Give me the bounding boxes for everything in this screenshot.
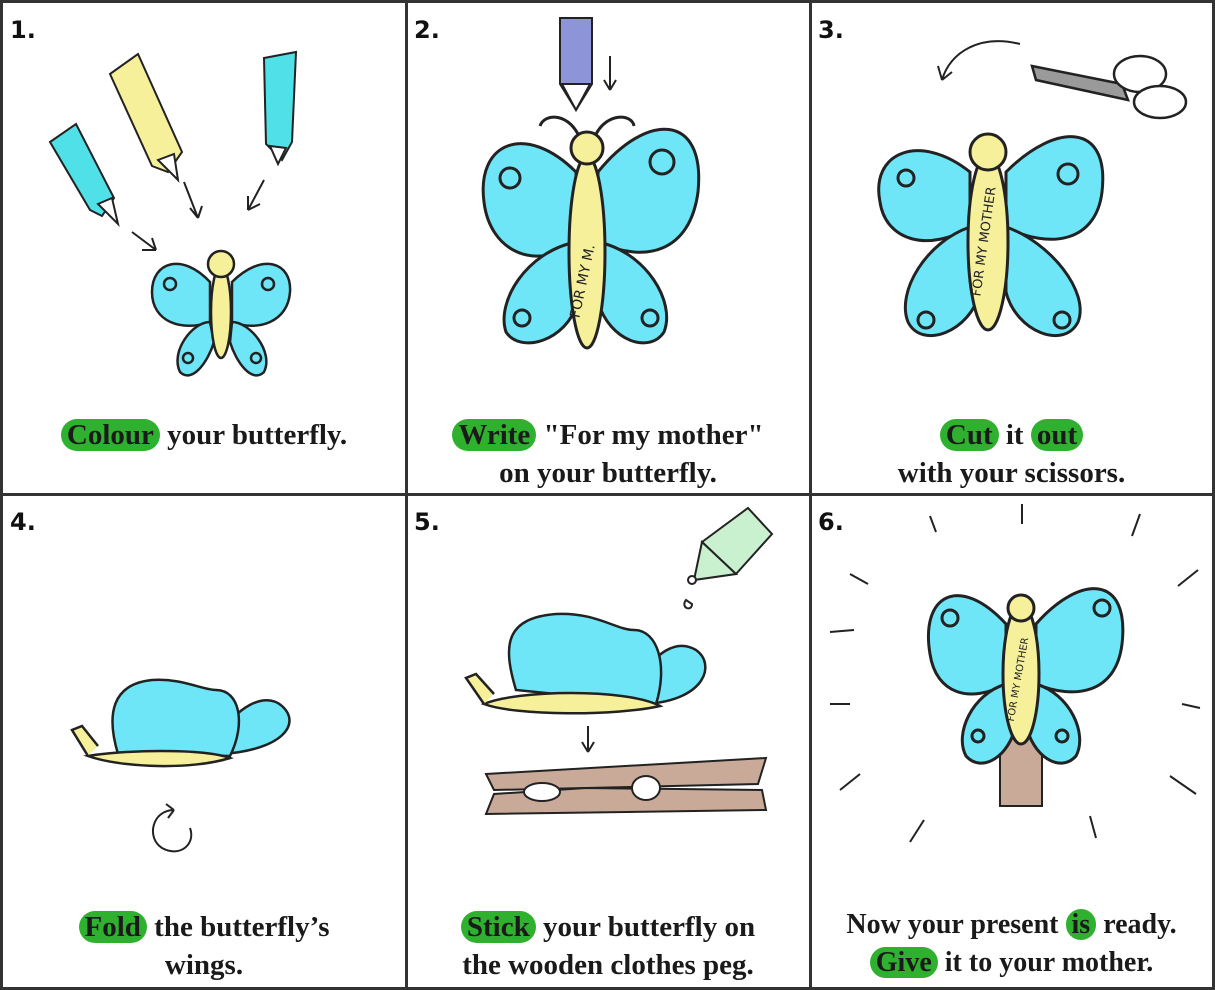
scissors-icon	[1032, 56, 1186, 118]
step-caption: Stick your butterfly on the wooden cloth…	[406, 908, 810, 984]
caption-text: with your scissors.	[810, 454, 1213, 492]
arrow-icon	[132, 180, 264, 250]
caption-text: the wooden clothes peg.	[406, 946, 810, 984]
caption-text: on your butterfly.	[406, 454, 810, 492]
pencil-icon	[560, 18, 592, 110]
caption-text: Now your present	[846, 909, 1065, 940]
cutting-illustration: FOR MY MOTHER	[810, 2, 1213, 402]
grid-border	[0, 493, 1215, 496]
folding-illustration	[2, 494, 406, 894]
verb-highlight: Fold	[79, 911, 147, 943]
step-caption: Cut it out with your scissors.	[810, 416, 1213, 492]
caption-text: your butterfly.	[160, 419, 347, 451]
panel-2: 2. FOR MY M.	[406, 2, 810, 494]
writing-illustration: FOR MY M.	[406, 2, 810, 402]
present-illustration: FOR MY MOTHER	[810, 494, 1213, 894]
verb-highlight: is	[1066, 909, 1097, 940]
caption-text: "For my mother"	[536, 419, 763, 451]
sticking-illustration	[406, 494, 810, 894]
verb-highlight: out	[1031, 419, 1083, 451]
panel-1: 1.	[2, 2, 406, 494]
step-caption: Now your present is ready. Give it to yo…	[810, 906, 1213, 982]
butterfly-icon	[152, 251, 290, 375]
pencil-icon	[110, 54, 182, 180]
panel-6: 6.	[810, 494, 1213, 988]
panel-4: 4. Fold the butterfly’s wings.	[2, 494, 406, 988]
verb-highlight: Stick	[461, 911, 536, 943]
folded-butterfly-icon	[72, 680, 290, 766]
butterfly-icon	[483, 117, 699, 348]
caption-text: your butterfly on	[536, 911, 755, 943]
verb-highlight: Give	[870, 947, 938, 978]
arrow-icon	[582, 726, 594, 752]
caption-text: ready.	[1096, 909, 1176, 940]
panel-5: 5. Stick your butterfl	[406, 494, 810, 988]
verb-highlight: Write	[452, 419, 536, 451]
clothes-peg-icon	[486, 758, 766, 814]
pencil-icon	[50, 124, 118, 224]
grid-border	[405, 0, 408, 990]
verb-highlight: Colour	[61, 419, 160, 451]
rotate-arrow-icon	[153, 804, 191, 851]
grid-border	[809, 0, 812, 990]
butterfly-icon	[928, 589, 1122, 763]
panel-3: 3. FOR MY MOTHER Cut	[810, 2, 1213, 494]
caption-text: it	[999, 419, 1031, 451]
arrow-icon	[938, 41, 1020, 80]
step-caption: Fold the butterfly’s wings.	[2, 908, 406, 984]
pencil-icon	[264, 52, 296, 164]
caption-text: wings.	[2, 946, 406, 984]
step-caption: Colour your butterfly.	[2, 416, 406, 454]
caption-text: it to your mother.	[938, 947, 1153, 978]
colouring-illustration	[2, 2, 406, 402]
verb-highlight: Cut	[940, 419, 999, 451]
caption-text: the butterfly’s	[147, 911, 330, 943]
arrow-icon	[604, 56, 616, 90]
folded-butterfly-icon	[466, 614, 705, 713]
grid-border	[0, 0, 1215, 3]
glue-pen-icon	[684, 508, 772, 608]
step-caption: Write "For my mother" on your butterfly.	[406, 416, 810, 492]
